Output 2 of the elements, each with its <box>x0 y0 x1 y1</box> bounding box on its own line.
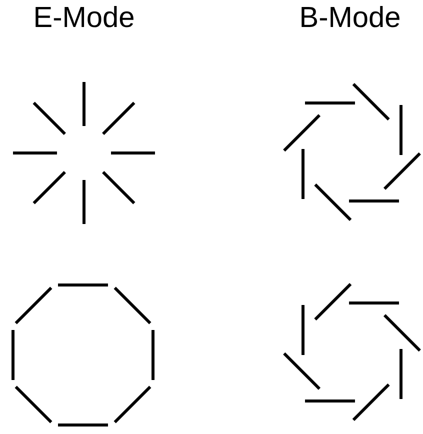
mode-title: E-Mode <box>33 2 135 35</box>
mode-title: B-Mode <box>299 2 401 35</box>
